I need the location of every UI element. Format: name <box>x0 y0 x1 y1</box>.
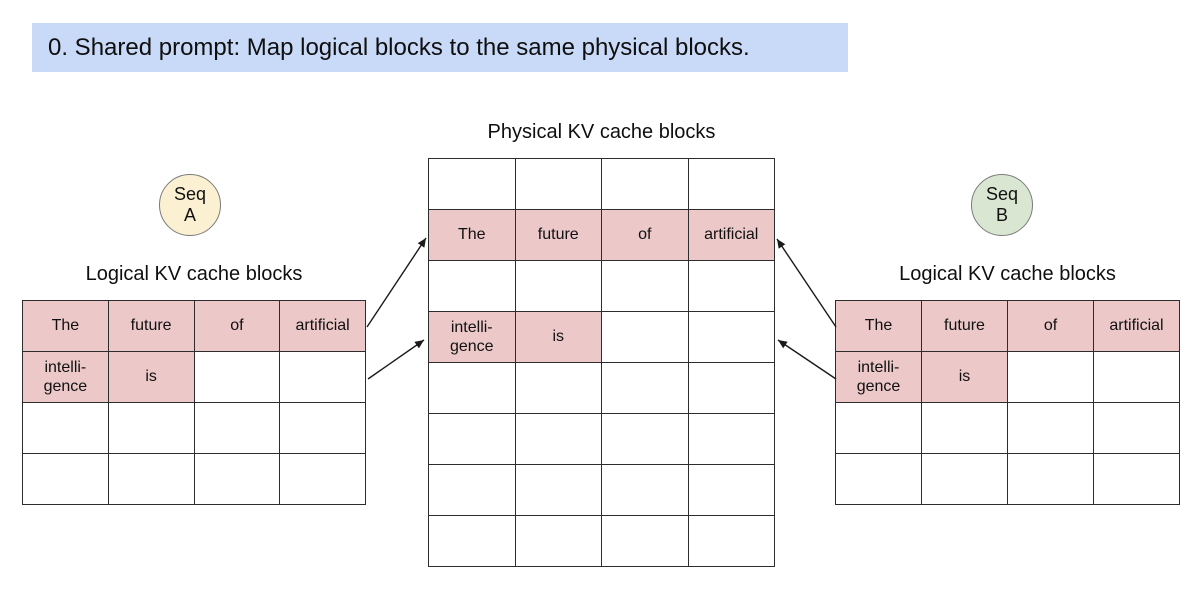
mapping-arrow <box>776 238 837 328</box>
kv-cache-cell-empty <box>921 453 1008 505</box>
kv-cache-cell-empty <box>601 260 689 312</box>
kv-cache-cell-empty <box>687 464 775 516</box>
mapping-arrow <box>367 339 425 380</box>
kv-cache-cell-filled: of <box>1007 300 1094 352</box>
kv-cache-cell-empty <box>514 515 602 567</box>
kv-cache-cell-empty <box>514 362 602 414</box>
table-row <box>428 260 775 312</box>
kv-cache-cell-empty <box>107 453 195 505</box>
table-row <box>835 402 1180 454</box>
seq-b-label: Seq B <box>985 184 1019 225</box>
kv-cache-cell-filled: intelli- gence <box>428 311 516 363</box>
kv-cache-cell-filled: artificial <box>1093 300 1180 352</box>
kv-cache-cell-empty <box>428 158 516 210</box>
kv-cache-cell-empty <box>601 464 689 516</box>
kv-cache-cell-empty <box>687 260 775 312</box>
kv-cache-cell-empty <box>514 464 602 516</box>
kv-cache-cell-filled: of <box>601 209 689 261</box>
table-row <box>428 362 775 414</box>
seq-b-badge: Seq B <box>971 174 1033 236</box>
kv-cache-cell-empty <box>1093 453 1180 505</box>
kv-cache-cell-empty <box>279 453 366 505</box>
table-row <box>22 453 366 505</box>
kv-cache-cell-filled: The <box>428 209 516 261</box>
kv-cache-cell-empty <box>514 260 602 312</box>
kv-cache-cell-empty <box>1007 402 1094 454</box>
kv-cache-cell-filled: intelli- gence <box>835 351 922 403</box>
kv-cache-cell-filled: future <box>921 300 1008 352</box>
seq-a-label: Seq A <box>173 184 207 225</box>
kv-cache-cell-empty <box>22 402 109 454</box>
mapping-arrow <box>366 237 427 328</box>
kv-cache-cell-filled: The <box>22 300 109 352</box>
kv-cache-cell-empty <box>193 351 281 403</box>
kv-cache-cell-empty <box>279 402 366 454</box>
kv-cache-cell-filled: is <box>514 311 602 363</box>
table-row <box>428 413 775 465</box>
kv-cache-cell-empty <box>279 351 366 403</box>
seq-a-badge: Seq A <box>159 174 221 236</box>
kv-cache-cell-empty <box>514 158 602 210</box>
kv-cache-cell-empty <box>687 515 775 567</box>
mapping-arrow <box>777 339 837 380</box>
kv-cache-cell-empty <box>601 158 689 210</box>
table-row <box>22 402 366 454</box>
kv-cache-cell-empty <box>921 402 1008 454</box>
kv-cache-cell-filled: artificial <box>687 209 775 261</box>
kv-cache-cell-empty <box>1007 351 1094 403</box>
kv-cache-cell-empty <box>107 402 195 454</box>
kv-cache-cell-empty <box>687 158 775 210</box>
kv-cache-cell-filled: is <box>107 351 195 403</box>
kv-cache-cell-filled: The <box>835 300 922 352</box>
title-banner: 0. Shared prompt: Map logical blocks to … <box>32 23 848 72</box>
kv-cache-cell-empty <box>601 413 689 465</box>
kv-cache-cell-empty <box>193 402 281 454</box>
kv-cache-cell-empty <box>428 515 516 567</box>
kv-cache-cell-empty <box>1007 453 1094 505</box>
kv-cache-cell-empty <box>601 515 689 567</box>
kv-cache-cell-filled: of <box>193 300 281 352</box>
kv-cache-cell-empty <box>1093 402 1180 454</box>
physical-label: Physical KV cache blocks <box>487 121 716 143</box>
kv-cache-cell-empty <box>835 453 922 505</box>
table-row <box>428 515 775 567</box>
kv-cache-cell-empty <box>601 362 689 414</box>
kv-cache-cell-empty <box>193 453 281 505</box>
kv-cache-cell-empty <box>22 453 109 505</box>
kv-cache-cell-empty <box>428 362 516 414</box>
logical-right-label: Logical KV cache blocks <box>899 263 1116 285</box>
kv-cache-cell-empty <box>687 413 775 465</box>
logical-left-label: Logical KV cache blocks <box>85 263 303 285</box>
kv-cache-cell-empty <box>835 402 922 454</box>
table-row <box>428 464 775 516</box>
kv-cache-cell-empty <box>428 260 516 312</box>
kv-cache-cell-filled: intelli- gence <box>22 351 109 403</box>
kv-cache-cell-filled: future <box>107 300 195 352</box>
table-row <box>835 453 1180 505</box>
title-text: 0. Shared prompt: Map logical blocks to … <box>48 33 750 61</box>
kv-cache-cell-empty <box>687 362 775 414</box>
kv-cache-cell-filled: artificial <box>279 300 366 352</box>
kv-cache-cell-empty <box>601 311 689 363</box>
kv-cache-cell-empty <box>428 413 516 465</box>
kv-cache-cell-empty <box>1093 351 1180 403</box>
kv-cache-cell-filled: is <box>921 351 1008 403</box>
kv-cache-cell-empty <box>687 311 775 363</box>
kv-cache-cell-empty <box>428 464 516 516</box>
table-row <box>428 158 775 210</box>
kv-cache-cell-filled: future <box>514 209 602 261</box>
kv-cache-cell-empty <box>514 413 602 465</box>
